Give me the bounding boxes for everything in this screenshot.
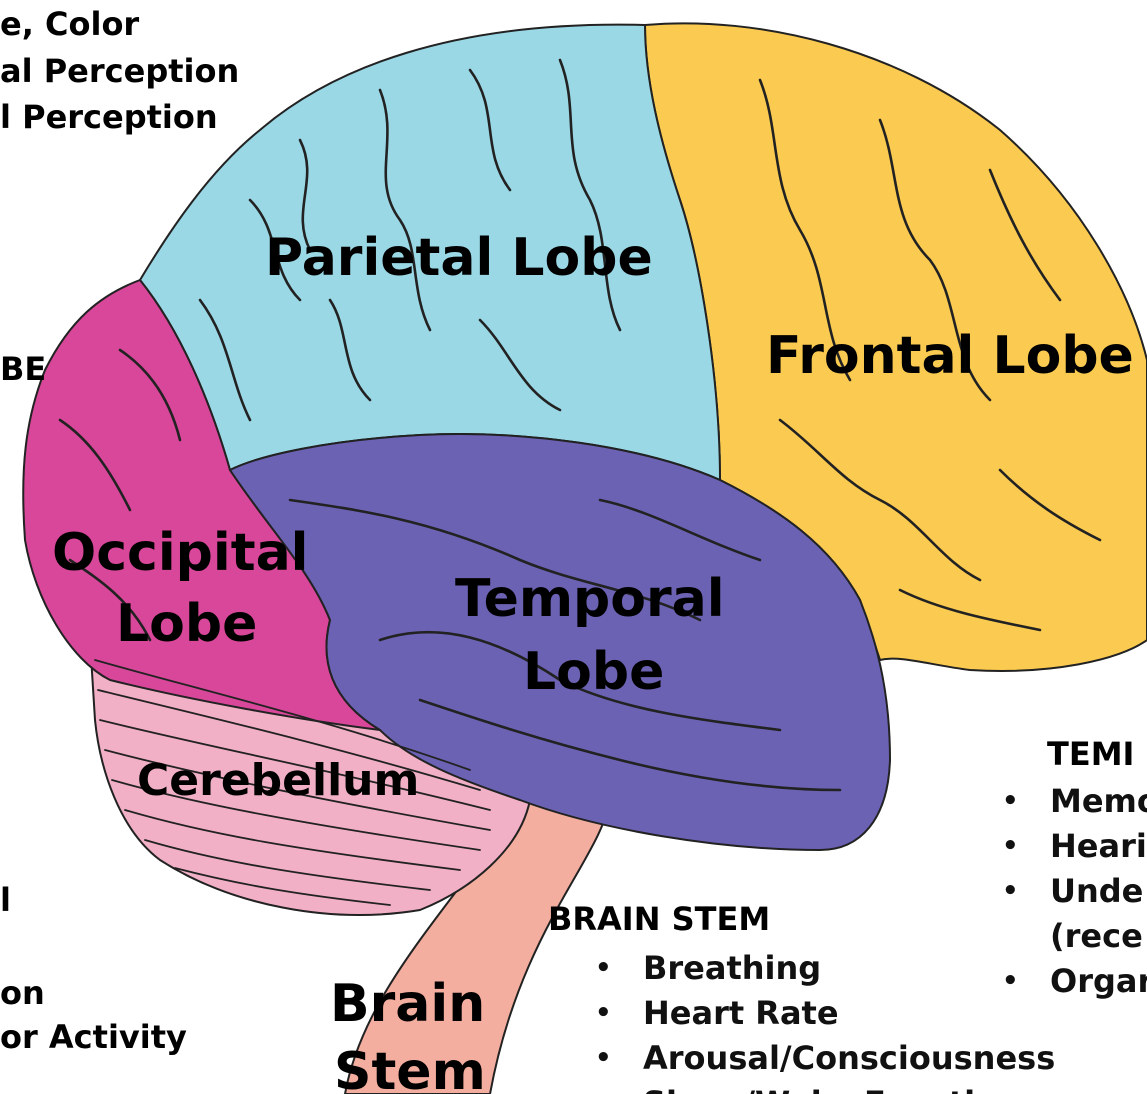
- temporal-heading: TEMI: [1047, 738, 1134, 770]
- occipital-function-item: al Perception: [0, 55, 239, 87]
- frontal-lobe-label: Frontal Lobe: [766, 330, 1134, 382]
- parietal-lobe-label: Parietal Lobe: [265, 232, 653, 284]
- occipital-lobe-label: Occipital: [52, 527, 309, 579]
- occipital-lobe-label: Lobe: [116, 598, 257, 650]
- temporal-lobe-label: Lobe: [523, 646, 664, 698]
- cerebellum-heading: l: [0, 884, 11, 916]
- list-item: Heart Rate: [589, 991, 1055, 1036]
- list-item: Unde: [996, 869, 1147, 914]
- temporal-function-list: Memo Heari Unde (rece Orgar: [996, 779, 1147, 1004]
- temporal-lobe-label: Temporal: [455, 573, 725, 625]
- occipital-function-item: l Perception: [0, 101, 218, 133]
- brain-stem-heading: BRAIN STEM: [548, 903, 770, 935]
- list-item: Orgar: [996, 959, 1147, 1004]
- list-item: Breathing: [589, 946, 1055, 991]
- occipital-function-item: e, Color: [0, 8, 139, 40]
- list-item: Heari: [996, 824, 1147, 869]
- list-item: (rece: [996, 914, 1147, 959]
- list-item: Memo: [996, 779, 1147, 824]
- list-item: Arousal/Consciousness: [589, 1036, 1055, 1081]
- cerebellum-function-item: on: [0, 977, 45, 1009]
- brain-stem-function-list: Breathing Heart Rate Arousal/Consciousne…: [589, 946, 1055, 1094]
- list-item: Sleep/Wake Functions: [589, 1081, 1055, 1094]
- cerebellum-label: Cerebellum: [137, 759, 419, 803]
- cerebellum-function-item: or Activity: [0, 1021, 187, 1053]
- occipital-heading: BE: [0, 353, 46, 385]
- brain-stem-label: Brain: [330, 978, 485, 1030]
- brain-stem-label: Stem: [334, 1046, 486, 1094]
